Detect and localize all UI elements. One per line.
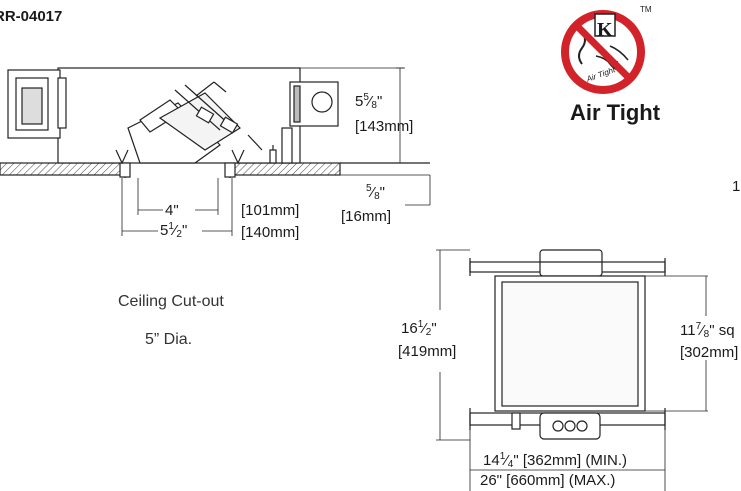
length-mm: [419mm] — [398, 343, 457, 360]
aperture-outer-mm: [140mm] — [241, 224, 300, 241]
edge-mark: 1 — [732, 178, 741, 195]
aperture-inner-mm: [101mm] — [241, 202, 300, 219]
width-max: 26" [660mm] (MAX.) — [480, 472, 616, 489]
top-view-drawing — [436, 249, 708, 491]
trademark: TM — [640, 5, 652, 14]
ceiling-section — [229, 162, 341, 176]
ceiling-section — [0, 162, 126, 176]
height-mm: [143mm] — [355, 118, 414, 135]
flange-mm: [16mm] — [341, 208, 392, 225]
length-dim: 161⁄2" — [401, 319, 437, 338]
junction-box-bottom — [539, 412, 601, 440]
model-number: RR-04017 — [0, 8, 63, 25]
k-letter: K — [597, 19, 613, 41]
height-dim: 55⁄8" — [355, 92, 383, 111]
flange-dim: 5⁄8" — [366, 183, 385, 202]
square-mm: [302mm] — [680, 344, 739, 361]
square-dim: 117⁄8" sq — [680, 321, 735, 340]
side-view-drawing — [0, 67, 431, 236]
aperture-outer: 51⁄2" — [160, 221, 188, 240]
cutout-size: 5” Dia. — [145, 331, 193, 348]
aperture-inner: 4" — [165, 202, 179, 219]
cutout-title: Ceiling Cut-out — [118, 293, 224, 310]
width-min: 141⁄4" [362mm] (MIN.) — [483, 451, 627, 470]
airtight-badge-graphic — [561, 10, 645, 94]
airtight-caption: Air Tight — [570, 100, 661, 125]
